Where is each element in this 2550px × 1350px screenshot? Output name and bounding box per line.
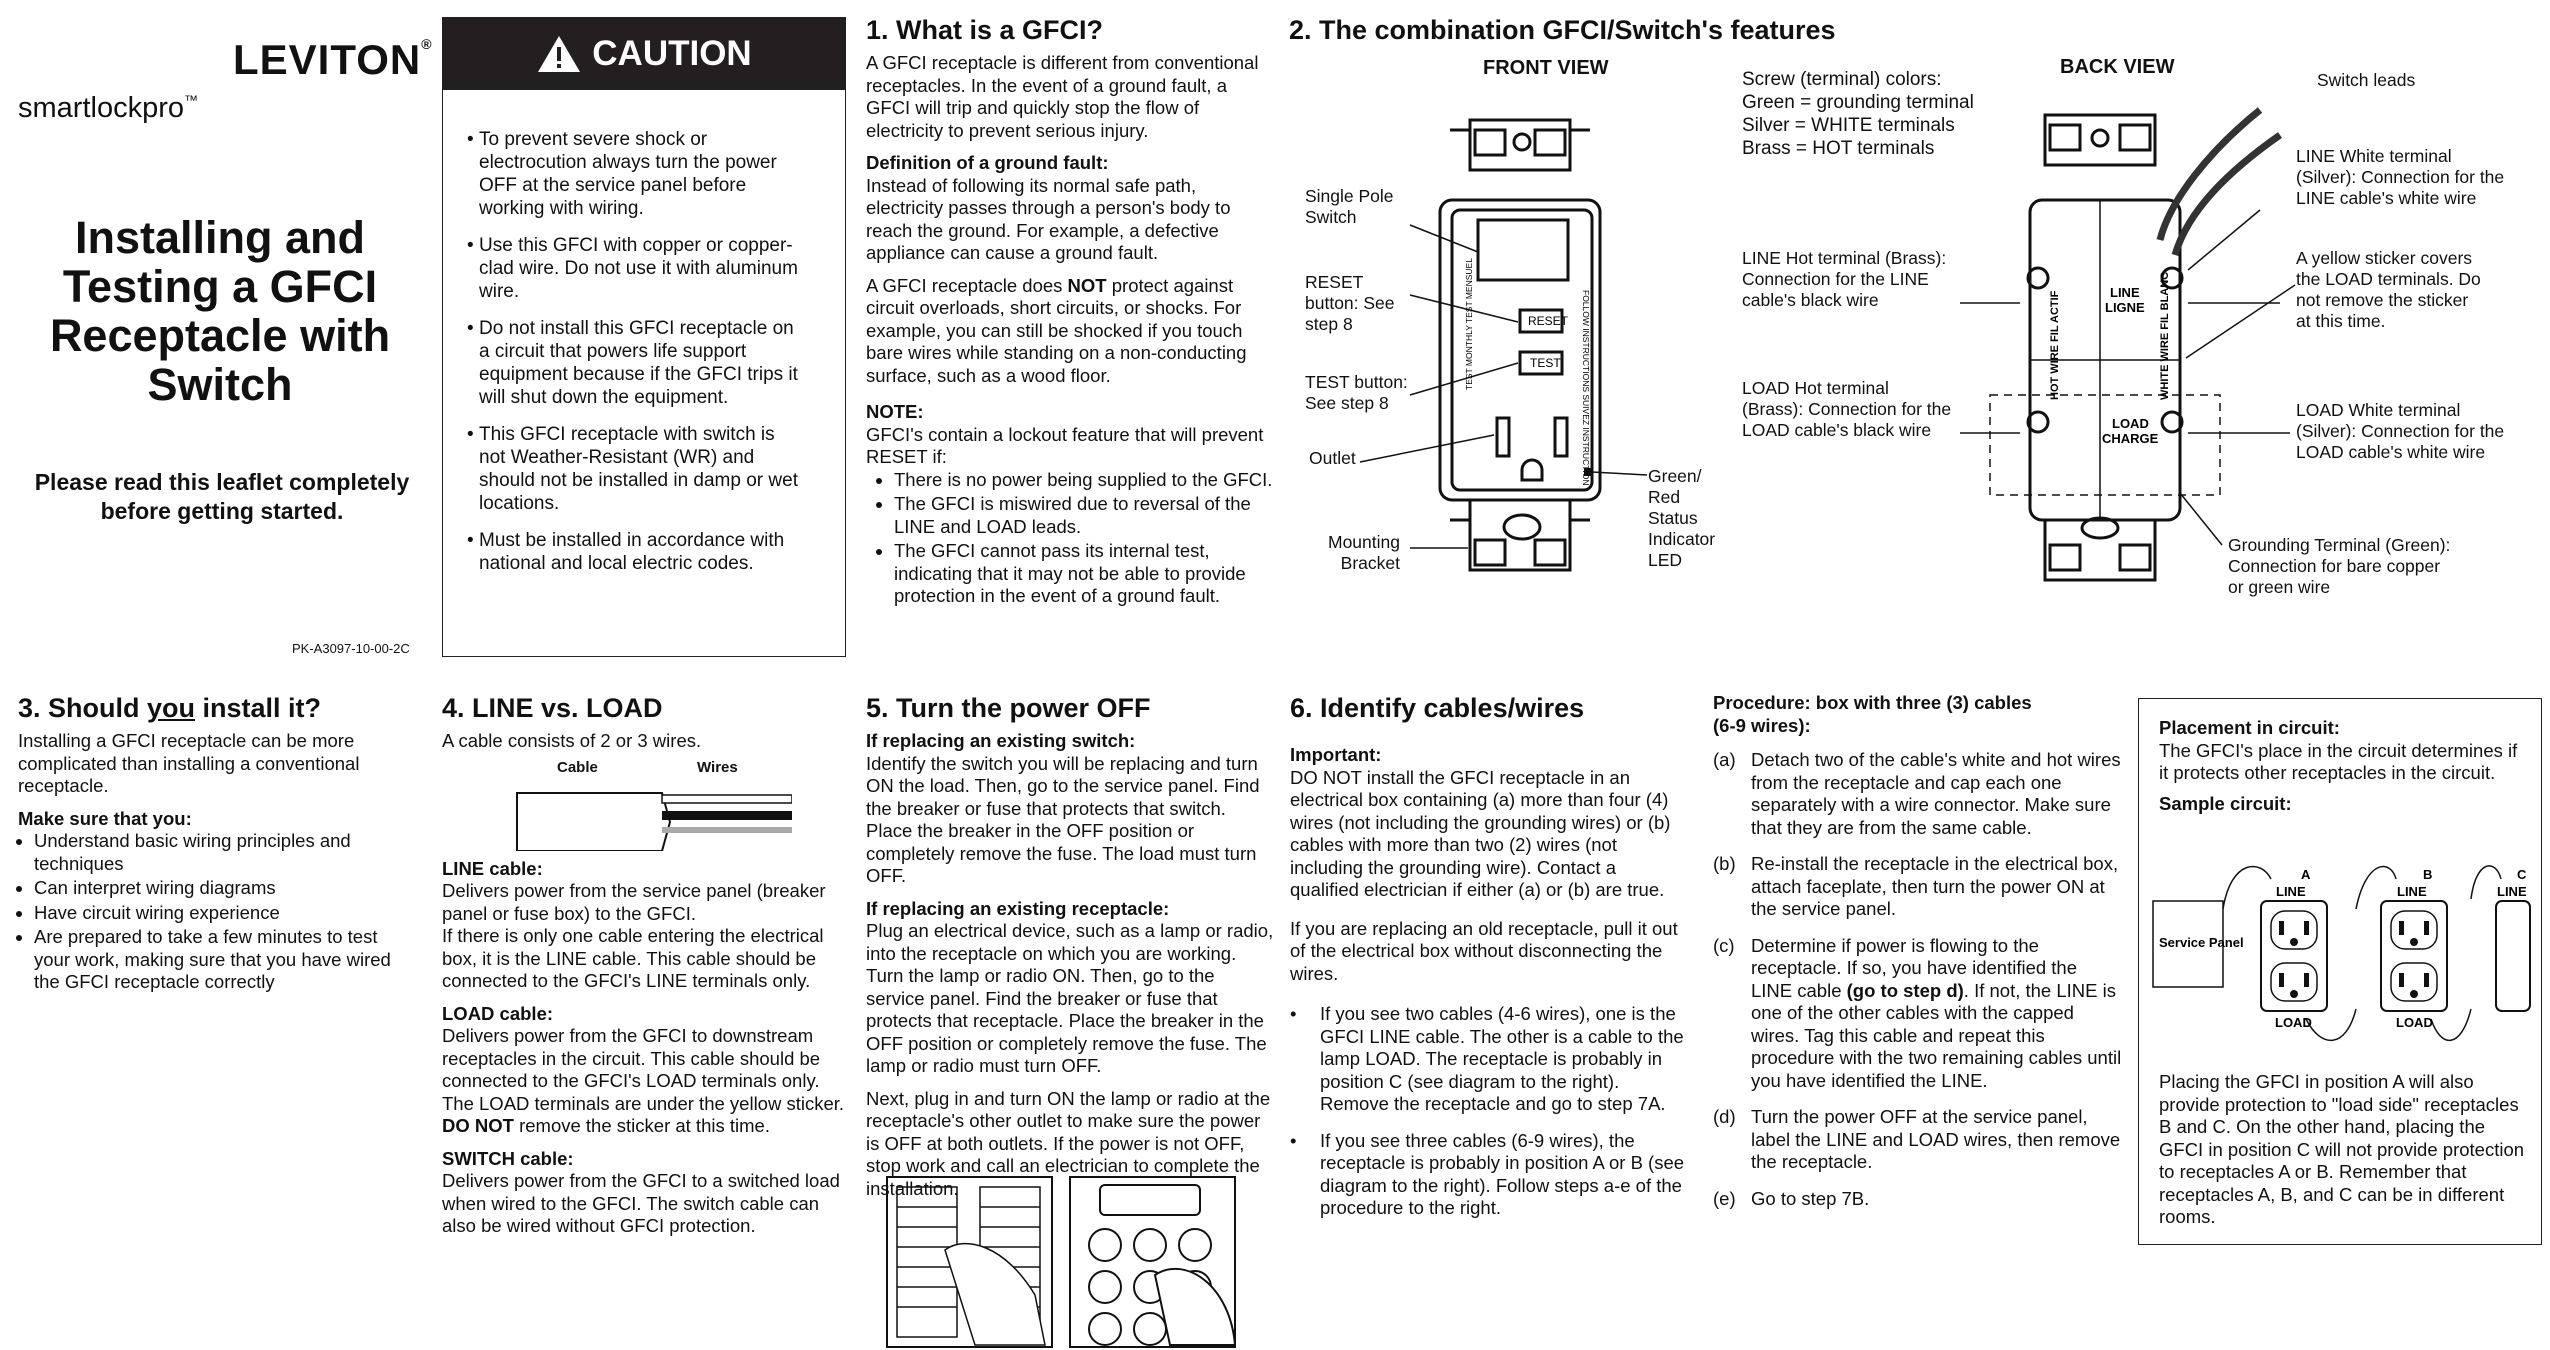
warning-icon <box>538 36 581 72</box>
svg-text:A: A <box>2301 867 2311 882</box>
caution-item: •Use this GFCI with copper or copper-cla… <box>467 235 798 302</box>
svg-text:TEST: TEST <box>1530 356 1561 370</box>
page-title: Installing and Testing a GFCI Receptacle… <box>49 212 391 410</box>
svg-text:LINE: LINE <box>2110 285 2140 300</box>
svg-text:LOAD: LOAD <box>2275 1015 2312 1030</box>
section-turn-power-off: 5. Turn the power OFF If replacing an ex… <box>866 693 1274 1199</box>
caution-header: CAUTION <box>443 18 845 90</box>
section-heading: 2. The combination GFCI/Switch's feature… <box>1289 15 1836 45</box>
caution-heading: CAUTION <box>592 34 752 73</box>
back-view-diagram: LINE LIGNE LOAD CHARGE HOT WIRE FIL ACTI… <box>1960 107 2296 582</box>
caution-box: CAUTION •To prevent severe shock or elec… <box>442 17 846 657</box>
caution-item: •To prevent severe shock or electrocutio… <box>467 129 777 219</box>
part-number: PK-A3097-10-00-2C <box>292 641 410 656</box>
section-line-vs-load: 4. LINE vs. LOAD A cable consists of 2 o… <box>442 692 852 1248</box>
svg-text:TEST MONTHLY TEST MENSUEL: TEST MONTHLY TEST MENSUEL <box>1464 258 1474 390</box>
sample-circuit-diagram: Service Panel A B C LINE LINE LINE LOAD … <box>2152 865 2531 1041</box>
procedure-three-cables: Procedure: box with three (3) cables (6-… <box>1713 692 2122 1209</box>
list-item: •If you see three cables (6-9 wires), th… <box>1290 1129 1685 1219</box>
caution-item: •Do not install this GFCI receptacle on … <box>467 318 798 408</box>
front-view-diagram: RESET TEST TEST MONTHLY TEST MENSUEL FOL… <box>1359 118 1648 572</box>
caution-item: •Must be installed in accordance with na… <box>467 530 785 574</box>
svg-text:LINE: LINE <box>2397 884 2427 899</box>
section-identify-cables: 6. Identify cables/wires Important: DO N… <box>1290 692 1690 1220</box>
cable-diagram: Cable Wires <box>442 753 852 858</box>
svg-text:LOAD: LOAD <box>2396 1015 2433 1030</box>
leviton-logo: LEVITON® <box>233 36 433 83</box>
svg-text:C: C <box>2517 867 2527 882</box>
svg-text:RESET: RESET <box>1528 314 1569 328</box>
svg-text:WHITE WIRE FIL BLANC: WHITE WIRE FIL BLANC <box>2159 272 2171 400</box>
section-should-you-install: 3. Should you install it? Installing a G… <box>18 692 403 996</box>
svg-text:LINE: LINE <box>2276 884 2306 899</box>
svg-text:LINE: LINE <box>2497 884 2527 899</box>
section-what-is-gfci: 1. What is a GFCI? A GFCI receptacle is … <box>866 14 1276 610</box>
service-panel-illustration <box>886 1176 1237 1348</box>
svg-text:B: B <box>2423 867 2432 882</box>
svg-text:LIGNE: LIGNE <box>2105 300 2145 315</box>
svg-text:FOLLOW INSTRUCTIONS SUIVEZ INS: FOLLOW INSTRUCTIONS SUIVEZ INSTRUCTION <box>1581 290 1591 486</box>
svg-text:CHARGE: CHARGE <box>2102 431 2159 446</box>
list-item: •If you see two cables (4-6 wires), one … <box>1290 1003 1684 1114</box>
screw-colors: Screw (terminal) colors: Green = groundi… <box>1742 69 1974 159</box>
svg-text:HOT WIRE FIL ACTIF: HOT WIRE FIL ACTIF <box>2049 290 2061 400</box>
read-note: Please read this leaflet completely befo… <box>34 469 410 524</box>
svg-text:LOAD: LOAD <box>2112 416 2149 431</box>
note-list: There is no power being supplied to the … <box>866 469 1276 608</box>
placement-box: Placement in circuit: The GFCI's place i… <box>2138 698 2542 1245</box>
caution-item: •This GFCI receptacle with switch is not… <box>467 424 798 514</box>
product-name: smartlockpro™ <box>18 92 198 124</box>
section-heading: 1. What is a GFCI? <box>866 15 1104 45</box>
svg-text:Service Panel: Service Panel <box>2159 935 2244 950</box>
